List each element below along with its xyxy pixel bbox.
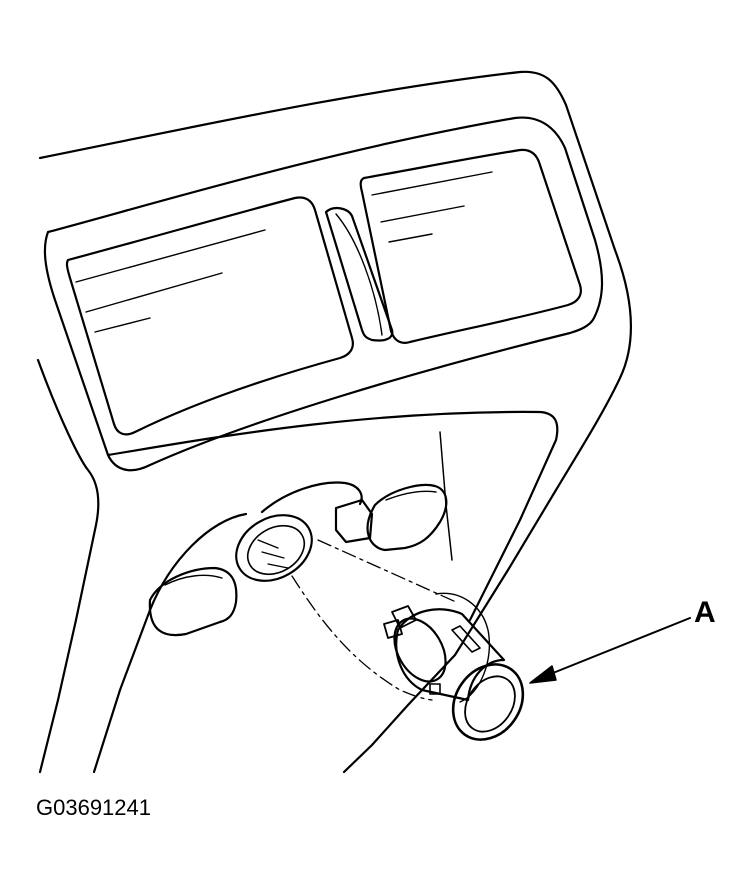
socket-rear-pin-lower xyxy=(383,619,403,639)
socket-back-end xyxy=(393,617,447,683)
left-knob-highlight xyxy=(164,574,223,586)
socket-body-slot xyxy=(451,625,481,653)
left-vent-highlight-3 xyxy=(94,317,151,333)
dashboard-panel-outline xyxy=(38,70,633,774)
lower-console-edge xyxy=(106,410,559,622)
alignment-line-lower xyxy=(291,575,433,701)
socket-cylinder-body xyxy=(395,608,506,702)
right-vent-highlight-3 xyxy=(388,233,433,243)
callout-label-a: A xyxy=(694,596,716,629)
arrow-left-icon xyxy=(529,617,691,684)
cigarette-lighter-socket-icon xyxy=(383,605,525,741)
right-knob xyxy=(366,483,448,552)
right-vent xyxy=(359,148,582,344)
socket-opening-contact-2 xyxy=(261,551,285,559)
socket-housing-bracket xyxy=(260,481,363,514)
console-left-inner-side xyxy=(92,512,248,774)
detail-circle xyxy=(435,592,491,703)
console-left-side xyxy=(36,358,100,774)
socket-connector-tab xyxy=(334,498,374,544)
figure-id: G03691241 xyxy=(36,795,151,820)
socket-front-flange-inner xyxy=(464,675,516,733)
right-vent-highlight-1 xyxy=(371,171,493,196)
left-vent-highlight-1 xyxy=(75,229,266,283)
socket-opening-inner xyxy=(246,524,306,576)
callout-leader-line xyxy=(547,617,691,676)
left-vent-highlight-2 xyxy=(85,272,223,313)
socket-opening-contact-1 xyxy=(257,539,279,549)
left-knob xyxy=(148,566,238,637)
socket-front-flange xyxy=(451,663,525,741)
vent-housing-contour xyxy=(43,116,604,472)
right-vent-highlight-2 xyxy=(380,205,465,223)
callout-arrowhead xyxy=(529,665,557,684)
socket-body-notch xyxy=(429,683,441,695)
center-hazard-switch-face xyxy=(335,213,383,336)
right-knob-highlight xyxy=(385,490,437,501)
center-hazard-switch xyxy=(324,206,394,342)
left-vent xyxy=(65,196,354,436)
alignment-line-upper xyxy=(317,539,457,603)
socket-opening-contact-3 xyxy=(267,563,289,569)
socket-opening xyxy=(235,514,313,582)
